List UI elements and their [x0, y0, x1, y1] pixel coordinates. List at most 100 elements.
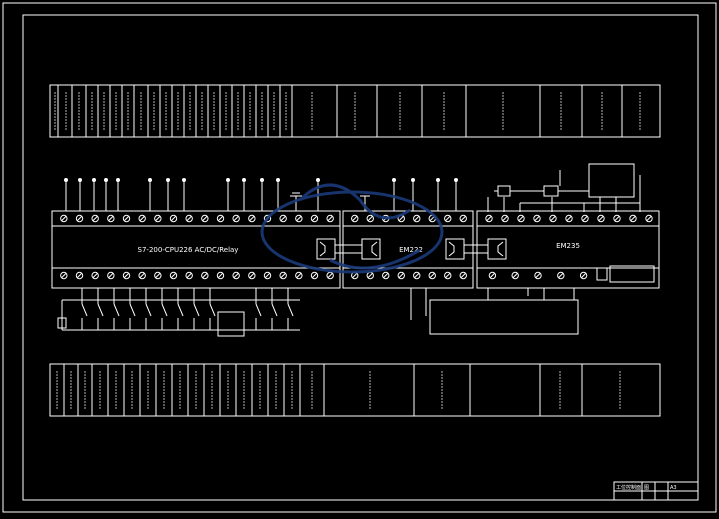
screw-slot: [171, 216, 176, 221]
screw-terminal: [248, 214, 256, 223]
lead-end-dot: [78, 178, 82, 182]
screw-terminal: [511, 271, 519, 280]
screw-terminal: [444, 214, 452, 223]
lead-end-dot: [260, 178, 264, 182]
screw-terminal: [263, 271, 272, 280]
screw-terminal: [169, 214, 178, 223]
lead-end-dot: [166, 178, 170, 182]
screw-terminal: [154, 214, 162, 223]
lead-end-dot: [116, 178, 120, 182]
screw-slot: [486, 216, 492, 221]
screw-slot: [186, 216, 192, 221]
screw-slot: [398, 273, 404, 278]
switch-contact: [271, 303, 278, 317]
title-block-sheet: 图: [644, 485, 649, 491]
screw-slot: [77, 216, 82, 221]
screw-terminal: [295, 214, 303, 223]
switch-contact: [161, 303, 168, 317]
screw-terminal: [613, 214, 621, 223]
bottom-label-table: [49, 363, 661, 417]
bus-connector-1: [316, 238, 381, 260]
screw-slot: [367, 216, 373, 221]
screw-terminal: [91, 271, 99, 280]
screw-slot: [202, 273, 208, 278]
lead-end-dot: [436, 178, 440, 182]
screw-terminal: [565, 214, 573, 223]
screw-slot: [296, 273, 302, 278]
screw-terminal: [581, 214, 589, 223]
screw-slot: [312, 216, 317, 221]
screw-terminal: [629, 214, 637, 223]
screw-terminal: [232, 271, 240, 280]
screw-slot: [535, 273, 541, 278]
screw-terminal: [295, 271, 303, 280]
switch-contact: [97, 303, 104, 317]
screw-terminal: [91, 214, 99, 223]
screw-slot: [77, 273, 82, 278]
screw-terminal: [413, 271, 421, 280]
top-label-table: [49, 84, 661, 138]
screw-terminal: [645, 214, 653, 223]
screw-slot: [550, 216, 556, 221]
screw-terminal: [310, 214, 319, 223]
screw-terminal: [122, 214, 131, 223]
screw-terminal: [107, 214, 115, 223]
screw-terminal: [122, 271, 131, 280]
em235-module-label: EM235: [556, 242, 580, 250]
screw-terminal: [326, 214, 334, 223]
screw-slot: [280, 216, 286, 221]
lead-end-dot: [148, 178, 152, 182]
screw-slot: [155, 273, 161, 278]
screw-terminal: [579, 271, 588, 280]
screw-slot: [108, 273, 114, 278]
screw-slot: [512, 273, 518, 278]
lead-end-dot: [411, 178, 415, 182]
screw-terminal: [185, 271, 193, 280]
em235-module: EM235: [476, 210, 660, 289]
inner-frame: [22, 14, 699, 501]
lead-end-dot: [64, 178, 68, 182]
screw-terminal: [557, 271, 565, 280]
lead-end-dot: [276, 178, 280, 182]
cpu-module-label: S7-200-CPU226 AC/DC/Relay: [138, 246, 239, 254]
screw-slot: [518, 216, 524, 221]
screw-slot: [92, 273, 98, 278]
switch-contact: [287, 303, 294, 317]
screw-slot: [327, 273, 333, 278]
screw-terminal: [279, 271, 287, 280]
bus-connector-2: [445, 238, 507, 260]
screw-slot: [630, 216, 636, 221]
title-block-title: 工位控制面: [616, 484, 641, 491]
lead-end-dot: [454, 178, 458, 182]
screw-terminal: [169, 271, 178, 280]
screw-slot: [233, 216, 239, 221]
switch-contact: [129, 303, 136, 317]
screw-slot: [312, 273, 317, 278]
screw-terminal: [459, 271, 467, 280]
switch-contact: [255, 303, 262, 317]
screw-slot: [249, 216, 255, 221]
switch-contact: [209, 303, 216, 317]
screw-terminal: [485, 214, 493, 223]
screw-terminal: [310, 271, 319, 280]
em222-output-leads: [410, 288, 427, 320]
screw-slot: [445, 273, 451, 278]
lead-end-dot: [392, 178, 396, 182]
screw-terminal: [216, 271, 225, 280]
screw-slot: [414, 216, 420, 221]
screw-slot: [614, 216, 620, 221]
screw-terminal: [351, 214, 359, 223]
switch-contact: [145, 303, 152, 317]
screw-slot: [139, 216, 145, 221]
top-terminal-leads: [64, 178, 458, 211]
screw-terminal: [549, 214, 557, 223]
screw-slot: [582, 216, 588, 221]
screw-terminal: [444, 271, 452, 280]
screw-slot: [429, 216, 435, 221]
screw-slot: [566, 216, 572, 221]
screw-slot: [398, 216, 404, 221]
screw-terminal: [517, 214, 525, 223]
em235-input-wiring: [487, 163, 641, 212]
screw-terminal: [107, 271, 115, 280]
screw-slot: [502, 216, 508, 221]
